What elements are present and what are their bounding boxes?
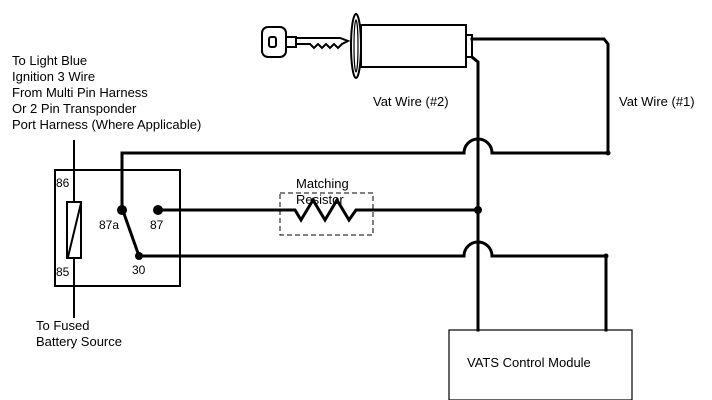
light-blue-note-line-2: Ignition 3 Wire — [12, 69, 95, 84]
pin-30-label: 30 — [132, 263, 146, 277]
vat-wire-1-line — [470, 37, 610, 155]
vat-wire-2-label: Vat Wire (#2) — [373, 94, 449, 109]
pin-85-label: 85 — [56, 265, 70, 279]
light-blue-note-line-5: Port Harness (Where Applicable) — [12, 117, 201, 132]
module-label: VATS Control Module — [467, 355, 591, 370]
relay-box — [54, 169, 181, 287]
vat-wire-1-label: Vat Wire (#1) — [619, 94, 695, 109]
ignition-cylinder — [350, 13, 473, 79]
battery-note-line-1: To Fused — [36, 318, 89, 333]
pin-87-label: 87 — [150, 218, 164, 232]
vats-control-module — [448, 329, 633, 400]
resistor-label-line-2: Resistor — [296, 192, 344, 207]
vat-wire-2-line — [469, 54, 480, 142]
battery-note-line-2: Battery Source — [36, 334, 122, 349]
pin-87a-label: 87a — [99, 218, 119, 232]
resistor-label-line-1: Matching — [296, 176, 349, 191]
key-icon — [261, 26, 351, 58]
light-blue-note-line-1: To Light Blue — [12, 53, 87, 68]
light-blue-note-line-4: Or 2 Pin Transponder — [12, 101, 137, 116]
light-blue-note-line-3: From Multi Pin Harness — [12, 85, 148, 100]
wire-30-to-module — [137, 240, 608, 332]
wire-87a-to-vat-1 — [120, 137, 610, 155]
matching-resistor — [278, 192, 375, 236]
relay-coil — [66, 140, 82, 318]
pin-86-label: 86 — [56, 176, 70, 190]
